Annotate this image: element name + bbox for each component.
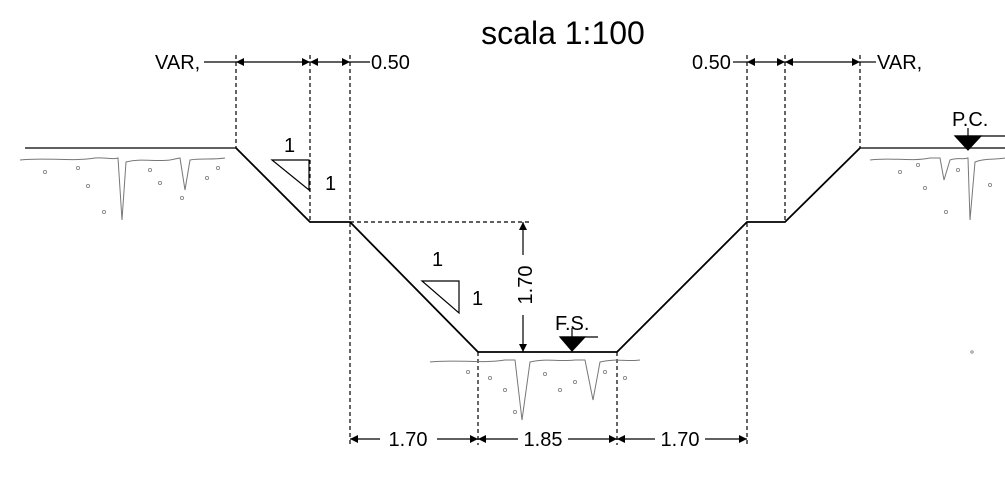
reference-dashed-lines xyxy=(235,55,861,445)
soil-hatch-left xyxy=(19,157,226,221)
ground-level-label: P.C. xyxy=(952,109,988,131)
bottom-left-dimension-label: 1.70 xyxy=(389,429,428,451)
lower-slope-run-label: 1 xyxy=(472,288,483,310)
upper-slope-triangle xyxy=(270,159,310,192)
bottom-right-dimension-label: 1.70 xyxy=(661,429,700,451)
lower-slope-rise-label: 1 xyxy=(432,249,443,271)
left-berm-width-label: 0.50 xyxy=(371,52,410,74)
soil-hatch-right xyxy=(869,157,1005,354)
upper-slope-run-label: 1 xyxy=(325,173,336,195)
left-variable-width-label: VAR, xyxy=(155,52,200,74)
depth-label: 1.70 xyxy=(515,266,537,305)
upper-slope-rise-label: 1 xyxy=(284,135,295,157)
right-berm-width-label: 0.50 xyxy=(692,52,731,74)
bottom-level-marker xyxy=(558,328,598,352)
bottom-level-label: F.S. xyxy=(555,313,589,335)
channel-section-outline xyxy=(235,147,861,353)
drawing-scale-title: scala 1:100 xyxy=(481,15,645,51)
lower-slope-triangle xyxy=(420,280,460,315)
ground-level-marker xyxy=(953,128,1005,151)
right-variable-width-label: VAR, xyxy=(877,52,922,74)
bottom-center-dimension-label: 1.85 xyxy=(524,429,563,451)
soil-hatch-bottom xyxy=(429,359,641,421)
